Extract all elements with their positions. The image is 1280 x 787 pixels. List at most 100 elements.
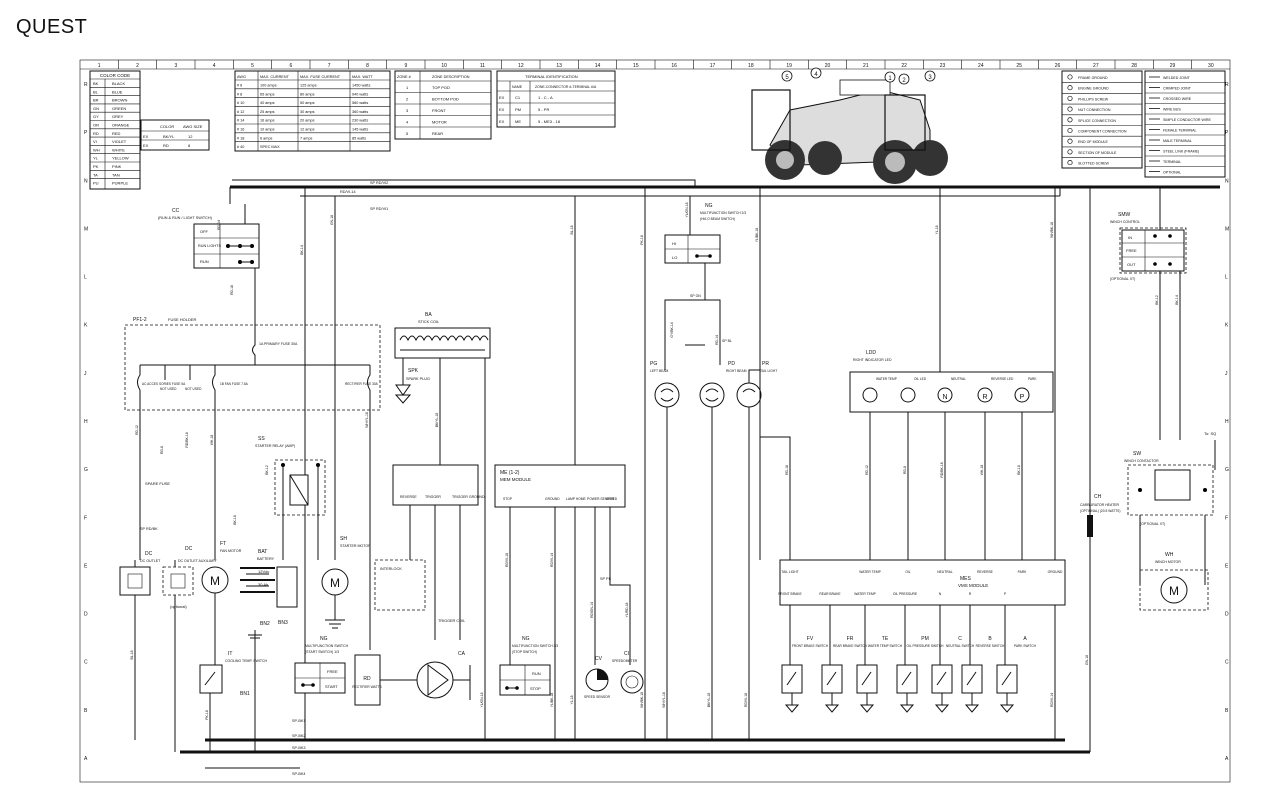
- wire-gauge-label: GY/BK-14: [670, 322, 674, 337]
- splice-rdvi2: SP RD/VI2: [370, 181, 388, 185]
- wire-gauge-label: RD-14: [715, 335, 719, 345]
- awg-header: AWG: [237, 75, 246, 79]
- indicator-led: [937, 387, 953, 403]
- key-switch-cc[interactable]: CC (RUN & RUN / LIGHT SWITCH) OFF RUN LI…: [158, 208, 260, 269]
- mes-pin-bottom: REAR BRAKE: [819, 592, 841, 596]
- wire-gauge-label: RD/BK-18: [185, 432, 189, 447]
- color-name: BROWN: [112, 98, 127, 103]
- starter-motor-sh: SH STARTER MOTOR M: [321, 536, 371, 596]
- svg-text:DC OUTLET AUXILIARY: DC OUTLET AUXILIARY: [178, 559, 217, 563]
- terminal-cell: 1 - C - A: [538, 95, 553, 100]
- wire-gauge-label: YL/BK-18: [550, 693, 554, 708]
- color-name: RED: [112, 131, 121, 136]
- awg-header: MAX. FUSE CURRENT: [300, 75, 341, 79]
- vehicle-callout: [884, 71, 896, 83]
- switch-name: REVERSE SWITCH: [976, 644, 1005, 648]
- switch-code: FV: [807, 636, 814, 642]
- awg-cell: # 8: [237, 92, 242, 96]
- multifunction-hilo-switch[interactable]: NG MULTIFUNCTION SWITCH 2/3 (HI/LO BEAM …: [664, 203, 746, 264]
- legend-item: WIRE BUS: [1163, 108, 1181, 112]
- row-label-left: A: [84, 756, 88, 762]
- column-label: 8: [366, 63, 369, 69]
- svg-text:BA: BA: [425, 312, 432, 318]
- legend-item: PHILLIPS SCREW: [1078, 97, 1109, 101]
- color-code: BL: [93, 89, 99, 94]
- multifunction-stop-switch[interactable]: NG MULTIFUNCTION SWITCH 3/3 (STOP SWITCH…: [499, 636, 558, 696]
- svg-text:HI: HI: [672, 241, 676, 246]
- color-code: OR: [93, 123, 99, 128]
- svg-text:NOT USED: NOT USED: [185, 387, 202, 391]
- svg-text:WINCH CONTACTOR: WINCH CONTACTOR: [1124, 459, 1159, 463]
- svg-text:LAMP HOME: LAMP HOME: [566, 497, 587, 501]
- mes-pin-top: NEUTRAL: [937, 570, 953, 574]
- awg-cell: 25 amps: [260, 110, 275, 114]
- svg-text:RECTIFIER FUSE 30A: RECTIFIER FUSE 30A: [345, 382, 379, 386]
- awg-cell: 100 amps: [260, 84, 277, 88]
- row-label-right: K: [1225, 323, 1229, 329]
- svg-text:TRIGGER: TRIGGER: [425, 495, 441, 499]
- terminal-cell: C1: [515, 95, 521, 100]
- svg-text:PF1-2: PF1-2: [133, 317, 147, 323]
- mes-pin-bottom: R: [969, 592, 972, 596]
- speed-sensor-cv: CV SPEED SENSOR: [584, 656, 611, 699]
- awg-cell: 125 amps: [300, 84, 317, 88]
- svg-text:ME (1-2): ME (1-2): [500, 470, 520, 476]
- column-label: 22: [901, 63, 907, 69]
- awg-cell: 85 watts: [352, 136, 366, 140]
- column-label: 1: [98, 63, 101, 69]
- legend-item: FEMALE TERMINAL: [1163, 129, 1196, 133]
- svg-text:CH: CH: [1094, 494, 1102, 500]
- winch-control-smw[interactable]: SMW WINCH CONTROL IN FREE OUT (OPTIONAL …: [1110, 212, 1187, 281]
- awg-cell: 65 amps: [260, 92, 275, 96]
- zone-header: ZONE #: [397, 75, 412, 79]
- splice-bk4: SP-BK4: [292, 772, 306, 776]
- to-sq-label: To: SQ: [1204, 431, 1216, 436]
- splice-bk3: SP-BK3: [292, 746, 306, 750]
- awg-cell: 16 amps: [260, 119, 275, 123]
- wire-gauge-label: RD-12: [865, 465, 869, 475]
- svg-text:FAN MOTOR: FAN MOTOR: [220, 549, 242, 553]
- wire-gauge-label: RD/BK-18: [940, 462, 944, 477]
- mes-pin-top: REVERSE: [977, 570, 994, 574]
- wire-gauge-label: PK-18: [640, 235, 644, 245]
- column-label: 15: [633, 63, 639, 69]
- wire-gauge-label: GN-18: [330, 215, 334, 225]
- column-label: 16: [671, 63, 677, 69]
- awg-cell: 1450 watts: [352, 84, 370, 88]
- row-label-left: G: [84, 467, 88, 473]
- row-label-left: H: [84, 419, 88, 425]
- svg-text:SS: SS: [258, 436, 265, 442]
- svg-text:1B FAN FUSE 7.5A: 1B FAN FUSE 7.5A: [220, 382, 249, 386]
- column-label: 6: [289, 63, 292, 69]
- svg-text:RUN LIGHTS: RUN LIGHTS: [198, 244, 221, 248]
- wire-gauge-label: RD-18: [230, 285, 234, 295]
- row-label-right: N: [1225, 178, 1229, 184]
- row-label-right: D: [1225, 612, 1229, 618]
- legend-item: FRAME GROUND: [1078, 76, 1108, 80]
- color-name: GREEN: [112, 106, 126, 111]
- wire-gauge-label: WH-18: [210, 435, 214, 446]
- wire-gauge-label: WH/YL-18: [365, 412, 369, 428]
- color-name: ORANGE: [112, 123, 130, 128]
- column-label: 17: [710, 63, 716, 69]
- color-name: PURPLE: [112, 181, 128, 186]
- svg-text:NG: NG: [705, 203, 713, 209]
- zone-number: 4: [406, 120, 409, 125]
- splice-bl: SP BL: [722, 339, 732, 343]
- row-label-left: K: [84, 323, 88, 329]
- color-code: VI: [93, 139, 97, 144]
- svg-text:RIGHT INDICATOR LED: RIGHT INDICATOR LED: [853, 358, 892, 362]
- tail-light-pr: PR TAIL LIGHT: [736, 361, 777, 408]
- row-label-left: L: [84, 275, 87, 281]
- multifunction-start-switch[interactable]: NG MULTIFUNCTION SWITCH (START SWITCH) 1…: [294, 636, 349, 694]
- column-label: 30: [1208, 63, 1214, 69]
- page-title: QUEST: [16, 16, 88, 38]
